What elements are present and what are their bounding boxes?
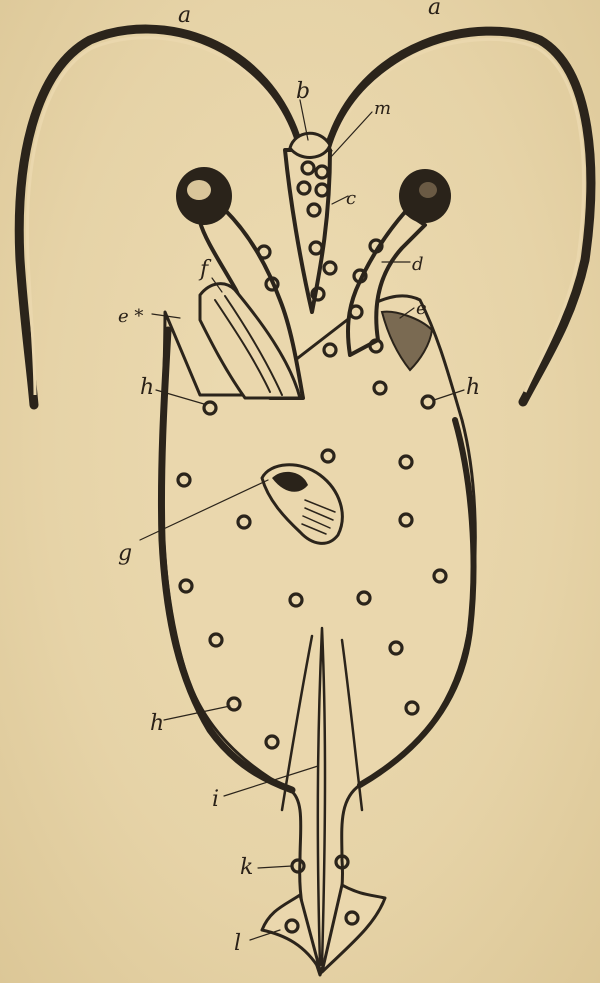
eye-right-highlight — [419, 182, 437, 198]
label-h-upper-right: h — [466, 375, 480, 400]
label-l: l — [234, 931, 241, 956]
mouth — [290, 133, 330, 157]
label-g: g — [118, 541, 132, 566]
label-h-upper-left: h — [140, 375, 154, 400]
eye-left-highlight — [187, 180, 211, 200]
label-d: d — [412, 254, 424, 275]
label-a-right: a — [428, 0, 441, 20]
label-c: c — [346, 188, 356, 209]
label-e-star: e * — [118, 306, 143, 327]
label-f: f — [198, 257, 212, 282]
label-b: b — [296, 79, 310, 104]
label-h-lower-left: h — [150, 711, 164, 736]
label-m: m — [374, 98, 391, 119]
label-i: i — [212, 787, 219, 812]
spot — [258, 246, 270, 258]
spot — [324, 262, 336, 274]
leader-k — [258, 866, 292, 868]
label-e-upper: e — [416, 298, 427, 319]
label-k: k — [240, 855, 253, 880]
label-a-left: a — [178, 3, 191, 28]
